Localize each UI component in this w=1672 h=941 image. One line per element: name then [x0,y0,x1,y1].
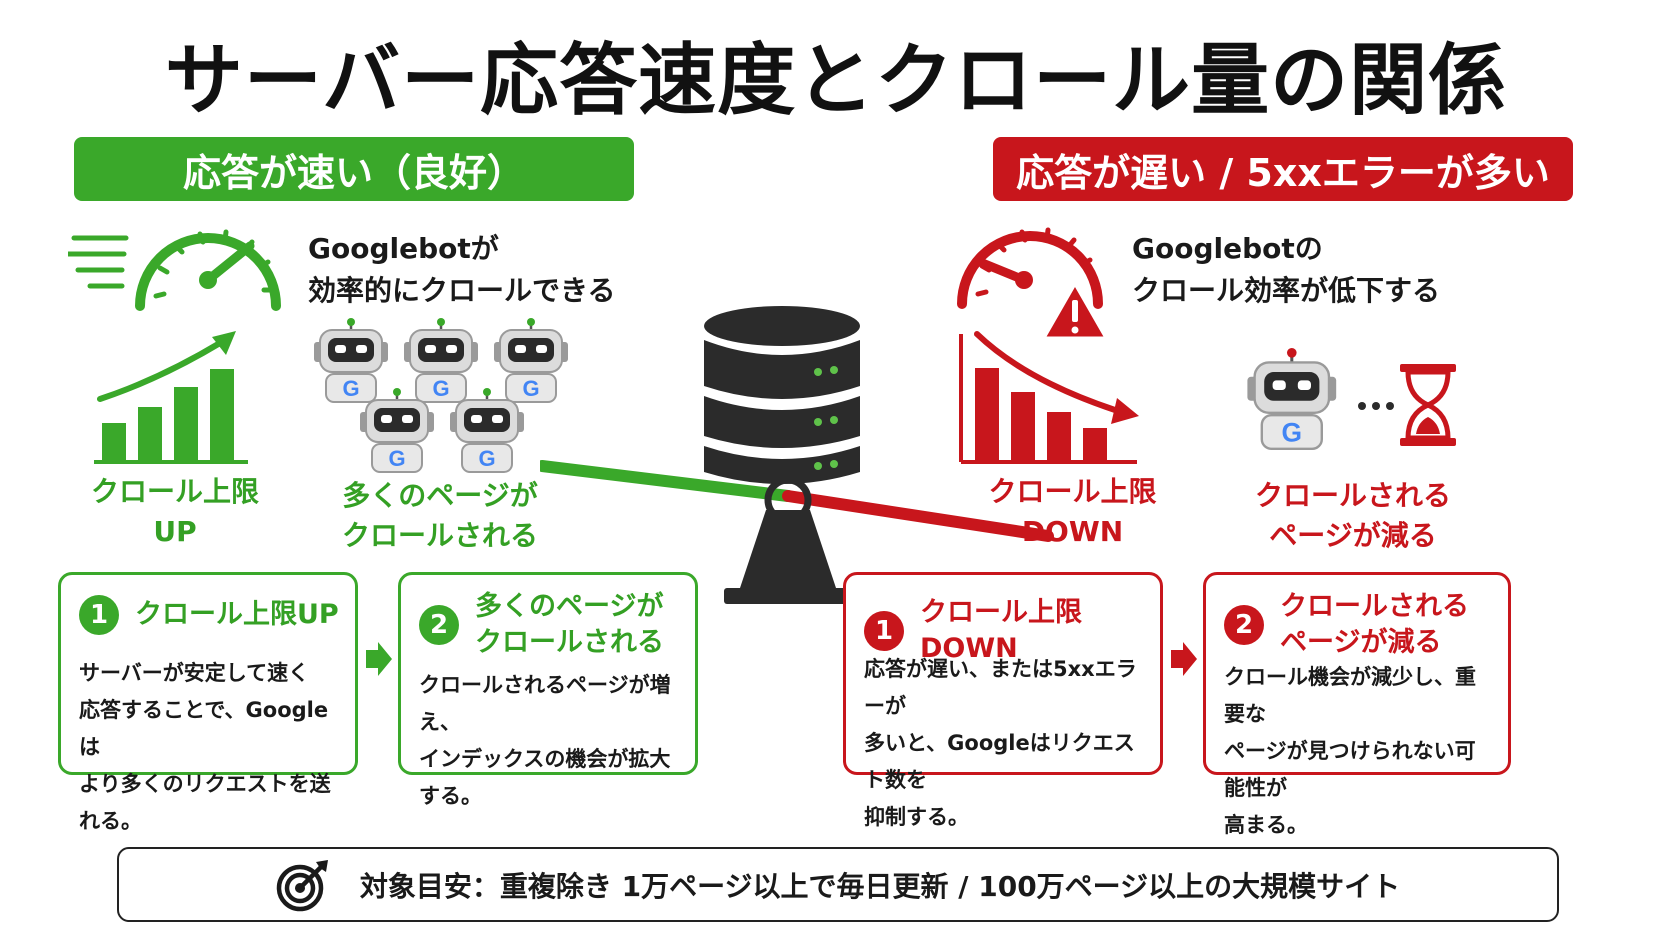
crawl-limit-down-label: クロール上限DOWN [988,475,1157,548]
robot-icon: G [494,318,568,403]
good-caption-line-1: Googlebotが [308,232,499,265]
bad-banner: 応答が遅い / 5xxエラーが多い [993,137,1573,201]
robot-icon: G [360,388,434,473]
robot-icon: G [404,318,478,403]
card-body-line: 応答することで、Googleは [79,698,329,759]
card-body-line: 高まる。 [1224,813,1308,837]
card-body-line: 応答が遅い、または5xxエラーが [864,657,1137,718]
card-good-2: 2 多くのページが クロールされる クロールされるページが増え、 インデックスの… [398,572,698,808]
google-logo-icon: G [388,446,405,471]
fewer-pages-line-2: ページが減る [1269,519,1437,552]
good-caption-line-2: 効率的にクロールできる [308,274,616,307]
bar-chart-down-icon [959,331,1139,464]
card-good-1: 1 クロール上限UP サーバーが安定して速く 応答することで、Googleは よ… [58,572,358,833]
warning-icon [1042,282,1108,340]
card-body-line: クロールされるページが増え、 [419,673,671,734]
fewer-pages-label: クロールされる ページが減る [1238,476,1468,556]
card-body-line: インデックスの機会が拡大する。 [419,747,671,808]
card-heading-line: クロールされる [1280,591,1469,622]
card-heading-line: ページが減る [1280,627,1442,658]
step-number: 2 [419,605,459,645]
card-body-line: より多くのリクエストを送れる。 [79,772,331,833]
card-heading: クロール上限UP [135,599,339,630]
crawl-limit-up-label: クロール上限UP [90,475,259,548]
server-icon [704,306,860,484]
arrow-right-icon [1171,642,1197,676]
bad-caption-line-1: Googlebotの [1132,232,1323,265]
card-heading: 多くのページが クロールされる [475,589,664,661]
card-body-line: クロール機会が減少し、重要な [1224,665,1476,726]
target-icon [276,859,328,911]
card-heading-line: 多くのページが [475,591,664,622]
bad-caption: Googlebotの クロール効率が低下する [1132,228,1440,312]
hourglass-icon [1400,364,1456,446]
step-number: 2 [1224,605,1264,645]
step-number: 1 [79,595,119,635]
card-bad-1: 1 クロール上限DOWN 応答が遅い、または5xxエラーが 多いと、Google… [843,572,1163,829]
bad-caption-line-2: クロール効率が低下する [1132,274,1441,307]
fewer-pages-line-1: クロールされる [1254,479,1451,512]
good-caption: Googlebotが 効率的にクロールできる [308,228,615,312]
google-logo-icon: G [1282,418,1303,448]
card-heading-line: クロールされる [475,627,664,658]
target-footer: 対象目安：重複除き 1万ページ以上で毎日更新 / 100万ページ以上の大規模サイ… [117,847,1559,922]
speedometer-slow-icon [957,227,1103,309]
target-text: 対象目安：重複除き 1万ページ以上で毎日更新 / 100万ページ以上の大規模サイ… [359,869,1401,903]
ellipsis-icon [1358,402,1394,410]
good-banner: 応答が速い（良好） [74,137,634,201]
card-heading: クロールされる ページが減る [1280,589,1469,661]
many-pages-line-2: クロールされる [341,519,538,552]
arrow-right-icon [366,642,392,676]
many-pages-line-1: 多くのページが [342,479,538,512]
robot-icon: G [450,388,524,473]
seesaw-icon [540,460,1054,604]
bar-chart-up-icon [94,331,248,464]
google-logo-icon: G [342,376,359,401]
card-body-line: 抑制する。 [864,805,969,829]
robot-icon: G [1247,348,1337,450]
card-body-line: サーバーが安定して速く [79,661,310,685]
google-logo-icon: G [432,376,449,401]
card-body-line: ページが見つけられない可能性が [1224,739,1476,800]
card-bad-2: 2 クロールされる ページが減る クロール機会が減少し、重要な ページが見つけら… [1203,572,1511,837]
step-number: 1 [864,611,904,651]
page-title: サーバー応答速度とクロール量の関係 [164,36,1508,126]
robot-icon: G [314,318,388,403]
many-pages-label: 多くのページが クロールされる [320,476,560,556]
google-logo-icon: G [478,446,495,471]
card-body-line: 多いと、Googleはリクエスト数を [864,731,1135,792]
google-logo-icon: G [522,376,539,401]
card-heading: クロール上限DOWN [920,597,1082,664]
speedometer-fast-icon [68,229,281,311]
